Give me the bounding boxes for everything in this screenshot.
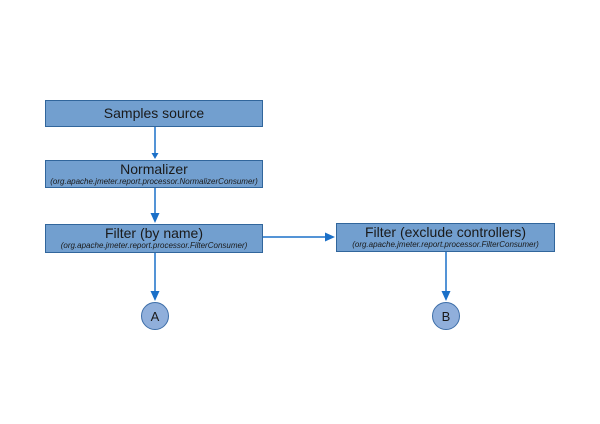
node-normalizer-label: Normalizer bbox=[120, 160, 188, 177]
connector-filter-by-name-to-terminal-a bbox=[150, 253, 160, 301]
node-filter-exclude-controllers-label: Filter (exclude controllers) bbox=[364, 224, 527, 240]
connector-normalizer-to-filter-by-name bbox=[150, 188, 160, 223]
connector-filter-exclude-controllers-to-terminal-b bbox=[441, 252, 451, 301]
terminal-b-label: B bbox=[441, 308, 451, 324]
node-filter-exclude-controllers: Filter (exclude controllers) (org.apache… bbox=[336, 223, 555, 252]
terminal-a: A bbox=[141, 302, 169, 330]
terminal-a-label: A bbox=[150, 308, 160, 324]
connector-samples-source-to-normalizer bbox=[151, 127, 159, 159]
node-normalizer: Normalizer (org.apache.jmeter.report.pro… bbox=[45, 160, 263, 188]
node-normalizer-sublabel: (org.apache.jmeter.report.processor.Norm… bbox=[50, 176, 258, 186]
node-filter-by-name-label: Filter (by name) bbox=[104, 225, 204, 241]
node-filter-by-name-sublabel: (org.apache.jmeter.report.processor.Filt… bbox=[60, 241, 248, 250]
connector-filter-by-name-to-filter-exclude-controllers bbox=[263, 232, 335, 242]
node-filter-exclude-controllers-sublabel: (org.apache.jmeter.report.processor.Filt… bbox=[352, 240, 539, 249]
node-filter-by-name: Filter (by name) (org.apache.jmeter.repo… bbox=[45, 224, 263, 253]
node-samples-source: Samples source bbox=[45, 100, 263, 127]
terminal-b: B bbox=[432, 302, 460, 330]
node-samples-source-label: Samples source bbox=[103, 105, 205, 121]
